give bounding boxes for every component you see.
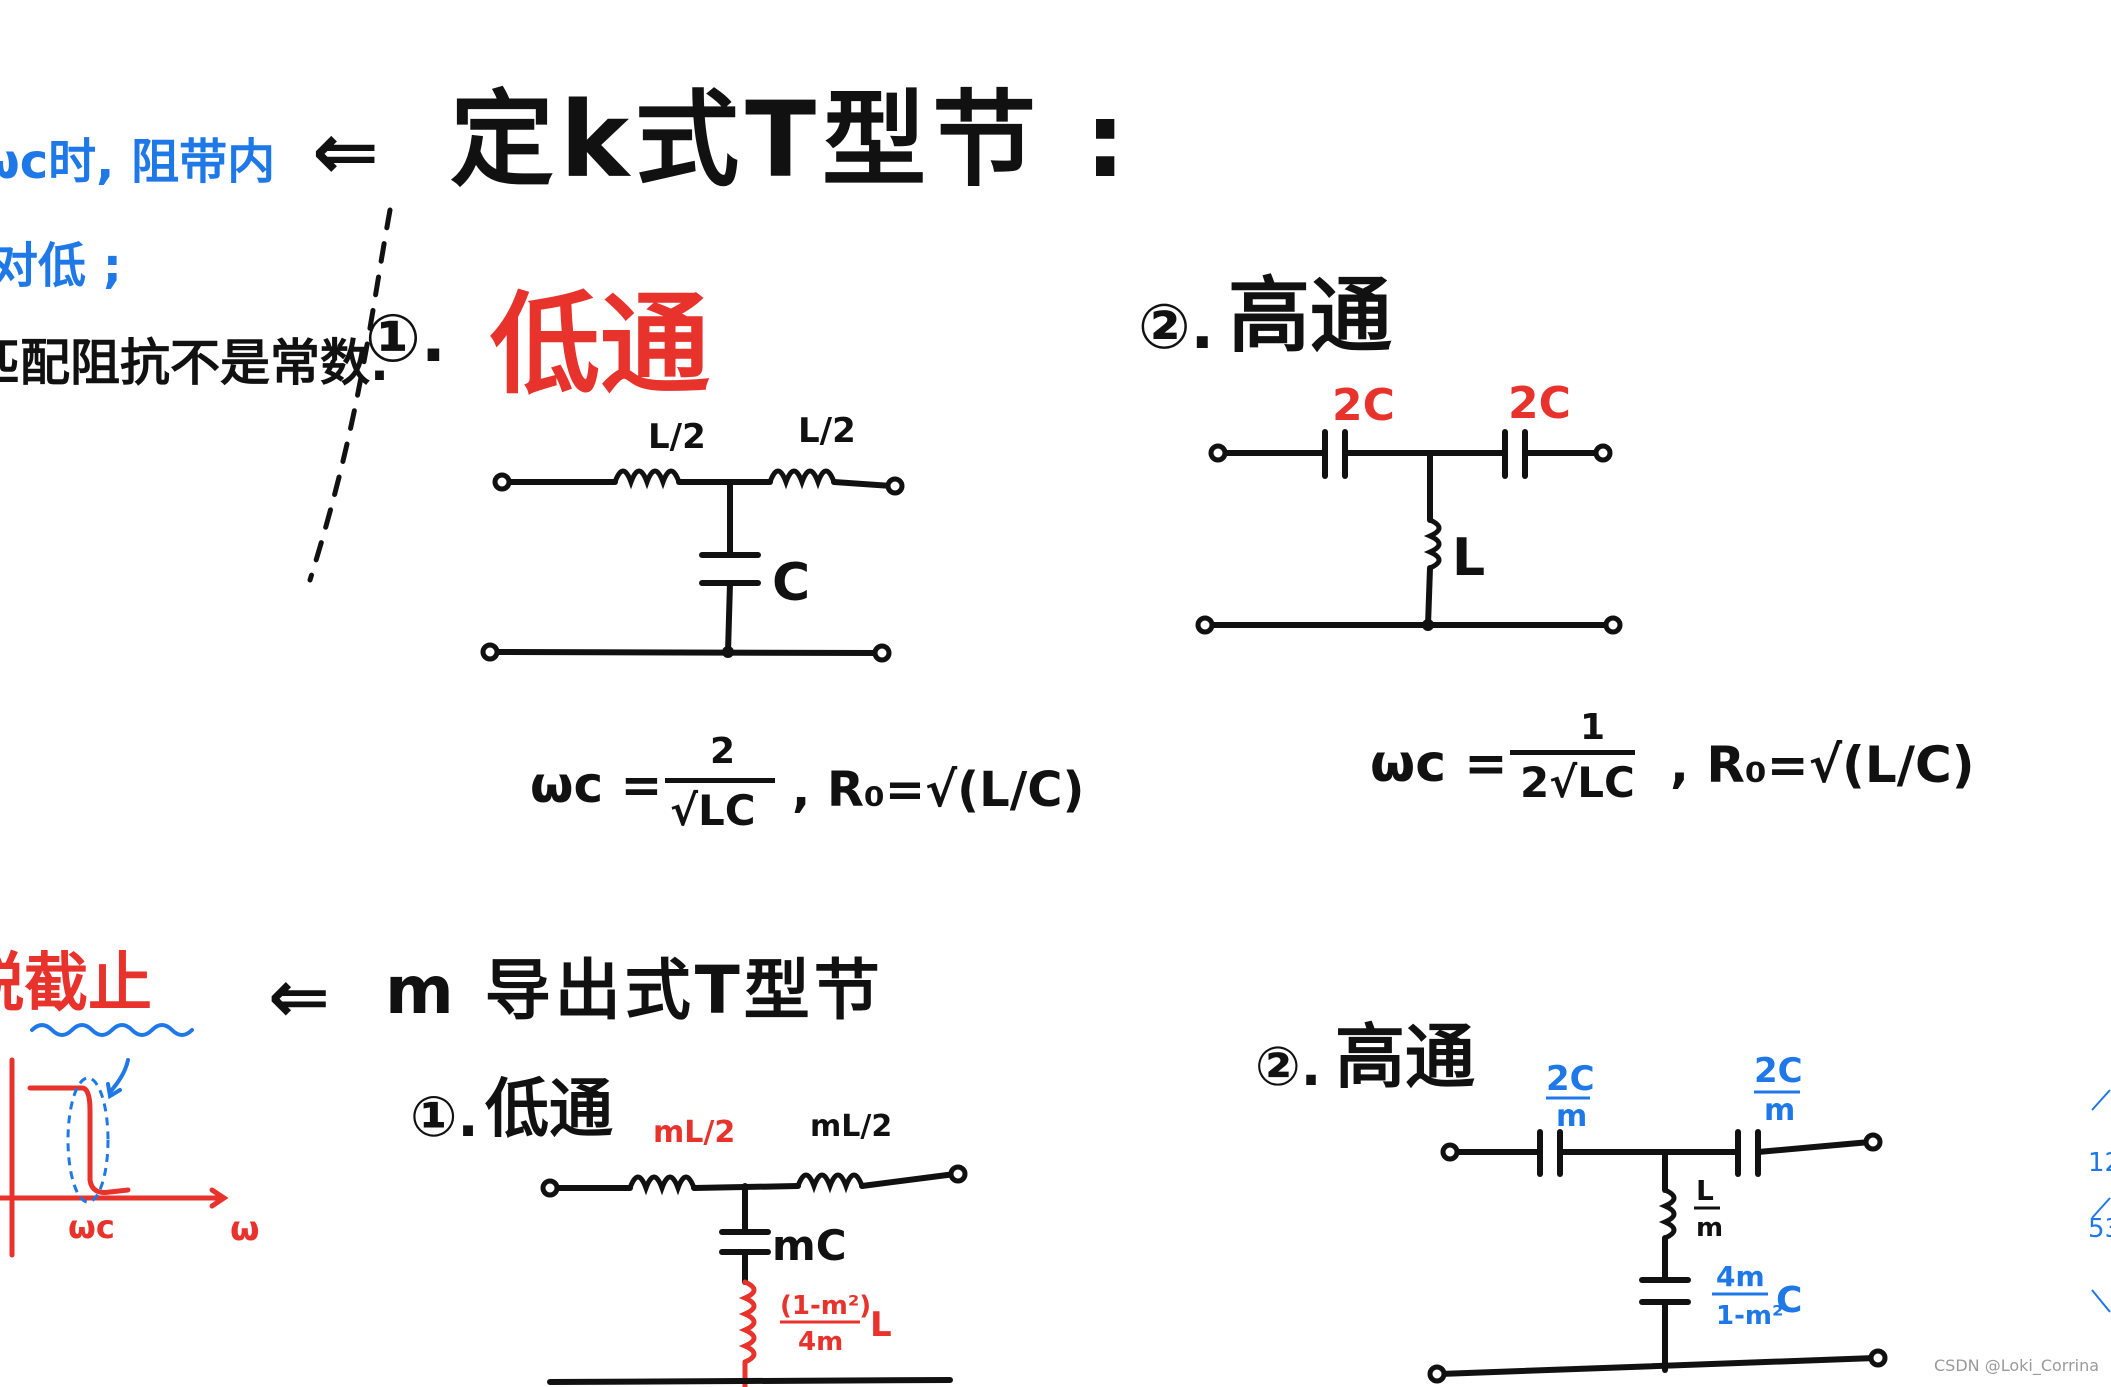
ck-lp-wc: ωc = (530, 756, 663, 814)
md-lp-series-inductor-left (627, 1174, 697, 1196)
response-plot-cutoff-marker (66, 1076, 110, 1204)
md-lp-label-ml2-right: mL/2 (810, 1109, 892, 1144)
md-highpass-circuit: 2C m 2C m L m 4m 1-m² C (1427, 1051, 1888, 1384)
ck-lp-label-c: C (772, 553, 810, 613)
md-lp-series-inductor-right (795, 1172, 865, 1194)
md-lowpass-number: ①. (410, 1085, 479, 1150)
ck-hp-frac-bar (1510, 750, 1635, 755)
ck-hp-shunt-inductor (1423, 517, 1442, 571)
md-lp-label-mc: mC (772, 1221, 847, 1270)
md-lp-label-ml2-left: mL/2 (653, 1115, 735, 1150)
ck-highpass-circuit: 2C 2C L (1195, 380, 1623, 635)
md-hp-label-left-num: 2C (1546, 1059, 1595, 1099)
md-hp-shunt-inductor (1658, 1187, 1677, 1241)
response-plot-x-arrow (209, 1187, 229, 1209)
m-derived-left-note-underline (30, 1023, 194, 1037)
left-note-line1: ωc时, 阻带内 (0, 134, 276, 190)
md-lp-label-ind-num: (1-m²) (780, 1291, 871, 1321)
md-lowpass-circuit: mL/2 mL/2 mC (1-m²) 4m L (540, 1109, 968, 1387)
response-plot-x-label: ω (230, 1209, 260, 1249)
right-edge-num-1: 12 (2088, 1148, 2111, 1178)
md-hp-label-right-num: 2C (1754, 1051, 1803, 1091)
dashed-divider (307, 207, 393, 583)
md-hp-label-ind-num: L (1696, 1174, 1714, 1207)
ck-hp-label-2c-right: 2C (1508, 380, 1571, 429)
ck-lp-frac-bar (665, 778, 775, 783)
ck-lp-series-inductor-left (612, 468, 682, 490)
md-lp-shunt-inductor (738, 1279, 757, 1365)
ck-lowpass-number: ①. (365, 300, 446, 377)
ck-hp-wc-den: 2√LC (1520, 758, 1635, 807)
md-hp-label-cap-den: 1-m² (1716, 1301, 1783, 1331)
ck-hp-label-2c-left: 2C (1332, 380, 1395, 431)
ck-lp-wc-num: 2 (710, 731, 736, 772)
ck-highpass-number: ②. (1138, 290, 1215, 363)
watermark: CSDN @Loki_Corrina (1934, 1356, 2100, 1375)
response-plot-wc-label: ωc (68, 1208, 115, 1246)
m-derived-title: m 导出式T型节 (385, 952, 884, 1029)
md-hp-label-cap-tail: C (1776, 1280, 1802, 1321)
ck-lowpass-circuit: L/2 L/2 C (480, 411, 905, 663)
response-plot-curve (27, 1085, 131, 1195)
right-edge-bracket (2091, 1089, 2111, 1313)
md-lp-label-ind-tail: L (870, 1305, 892, 1345)
ck-hp-wc: ωc = (1370, 734, 1508, 794)
ck-lp-wc-den: √LC (670, 786, 756, 835)
ck-lp-series-inductor-right (767, 468, 837, 490)
md-hp-label-right-den: m (1764, 1093, 1795, 1128)
md-lp-label-ind-den: 4m (798, 1327, 843, 1357)
constant-k-title: 定k式T型节 : (450, 79, 1132, 201)
ck-lp-label-l2-left: L/2 (648, 417, 706, 457)
md-hp-label-ind-den: m (1696, 1213, 1723, 1243)
ck-lp-label-l2-right: L/2 (798, 411, 856, 451)
md-hp-label-cap-num: 4m (1716, 1260, 1765, 1293)
constant-k-arrow: ⇐ (312, 105, 380, 198)
md-hp-label-left-den: m (1556, 1099, 1587, 1134)
ck-highpass-formula: ωc = 1 2√LC , R₀=√(L/C) (1370, 707, 1975, 820)
left-note-line3: 匹配阻抗不是常数. (0, 334, 389, 392)
right-edge-num-2: 53 (2088, 1214, 2111, 1244)
md-lowpass-title: 低通 (485, 1073, 613, 1147)
ck-highpass-title: 高通 (1228, 269, 1393, 364)
ck-lowpass-formula: ωc = 2 √LC , R₀=√(L/C) (530, 734, 1084, 850)
m-derived-arrow: ⇐ (268, 954, 331, 1040)
left-note-line2: 对低 ; (0, 238, 122, 294)
ck-lp-r0: , R₀=√(L/C) (792, 762, 1085, 818)
ck-hp-wc-num: 1 (1580, 707, 1606, 748)
ck-hp-r0: , R₀=√(L/C) (1670, 736, 1975, 794)
m-derived-left-note: 锐截止 (0, 947, 152, 1021)
md-highpass-number: ②. (1255, 1035, 1322, 1098)
md-highpass-title: 高通 (1335, 1016, 1475, 1098)
ck-hp-label-l: L (1452, 528, 1485, 588)
ck-lowpass-title: 低通 (490, 281, 710, 409)
response-plot: ωc ω (0, 1057, 260, 1258)
